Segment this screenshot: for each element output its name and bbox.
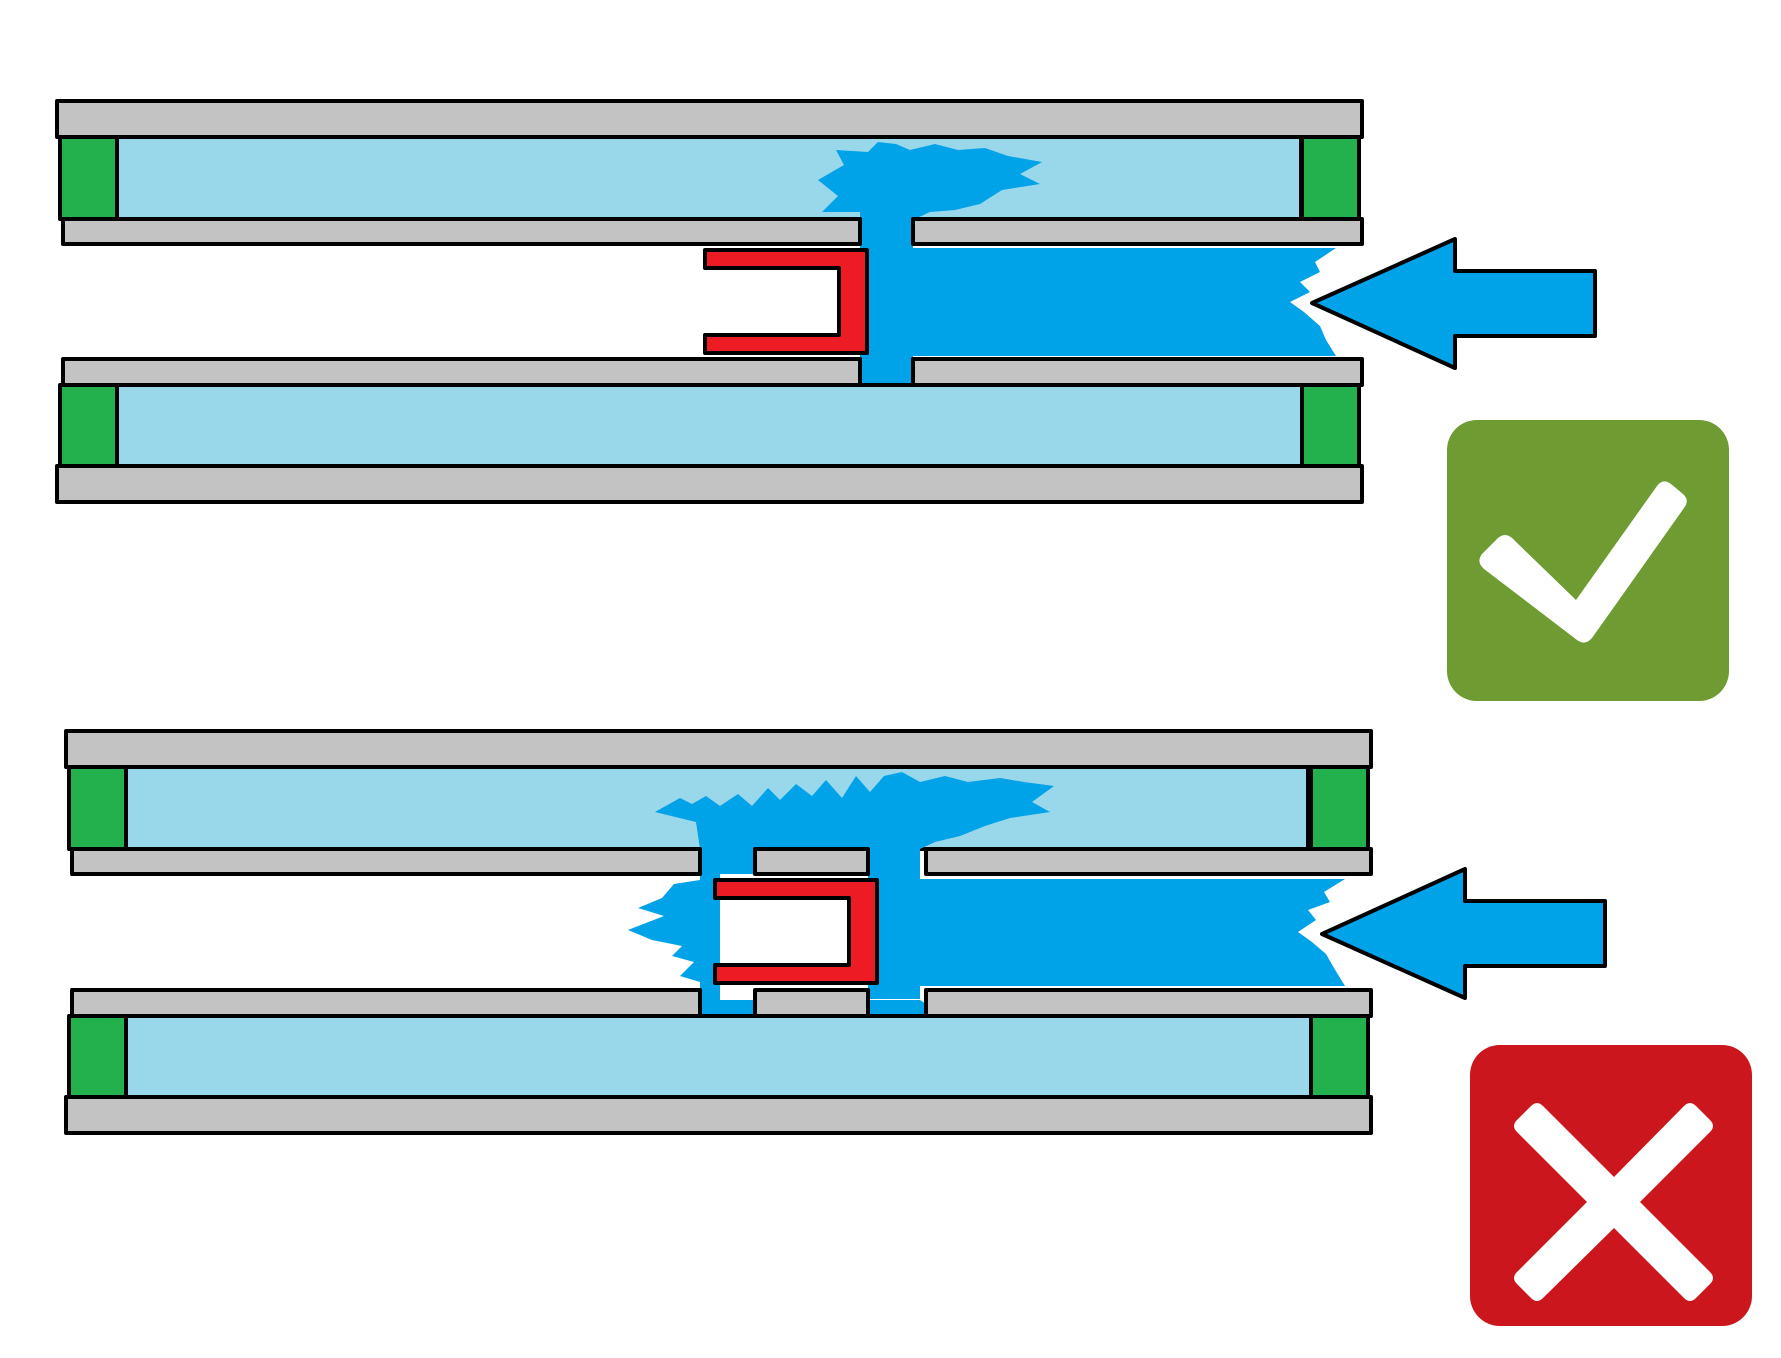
cross-mark-icon	[1514, 1103, 1713, 1301]
cavity	[103, 135, 1303, 221]
spacer-left	[67, 1014, 128, 1099]
glass-pane-left	[70, 847, 702, 876]
glass-pane-middle	[753, 988, 870, 1018]
spacer-left	[67, 765, 128, 851]
water-flow-stream	[913, 248, 1336, 356]
glass-pane-left	[61, 357, 862, 387]
spacer-right	[1300, 135, 1361, 221]
spacer-right	[1300, 383, 1361, 468]
cavity	[124, 1014, 1313, 1099]
spacer-right	[1309, 765, 1370, 851]
glass-pane-right	[911, 217, 1364, 246]
upper-glazing-unit	[55, 99, 1364, 221]
water-spread-left	[628, 849, 720, 1002]
outer-glass-pane	[64, 729, 1373, 769]
arrow-left-icon	[1310, 237, 1597, 370]
glass-pane-middle	[753, 847, 870, 876]
scenario-incorrect	[64, 729, 1752, 1326]
glass-pane-left	[70, 988, 702, 1018]
glass-pane-right	[911, 357, 1364, 387]
clip-bracket	[703, 248, 869, 355]
glass-pane-left	[61, 217, 862, 246]
inner-glass-panes	[70, 847, 1373, 1018]
outer-glass-pane	[55, 464, 1364, 504]
glass-pane-right	[924, 988, 1373, 1018]
spacer-right	[1309, 1014, 1370, 1099]
arrow-left-icon	[1320, 867, 1607, 1000]
lower-glazing-unit	[55, 383, 1364, 504]
lower-glazing-unit	[64, 1014, 1373, 1135]
outer-glass-pane	[55, 99, 1364, 139]
water-channel-lower	[860, 349, 913, 389]
spacer-left	[58, 383, 119, 468]
clip-bracket	[713, 878, 879, 985]
cavity	[115, 383, 1304, 468]
spacer-left	[58, 135, 119, 221]
water-splash-upper	[818, 142, 1042, 219]
inner-glass-panes	[61, 217, 1364, 387]
glass-pane-right	[924, 847, 1373, 876]
scenario-correct	[55, 99, 1729, 701]
outer-glass-pane	[64, 1095, 1373, 1135]
incorrect-badge	[1470, 1045, 1752, 1326]
water-flow-stream	[920, 879, 1345, 986]
correct-badge	[1447, 420, 1729, 701]
water-splash-upper	[655, 772, 1054, 849]
check-mark-icon	[1479, 481, 1687, 643]
